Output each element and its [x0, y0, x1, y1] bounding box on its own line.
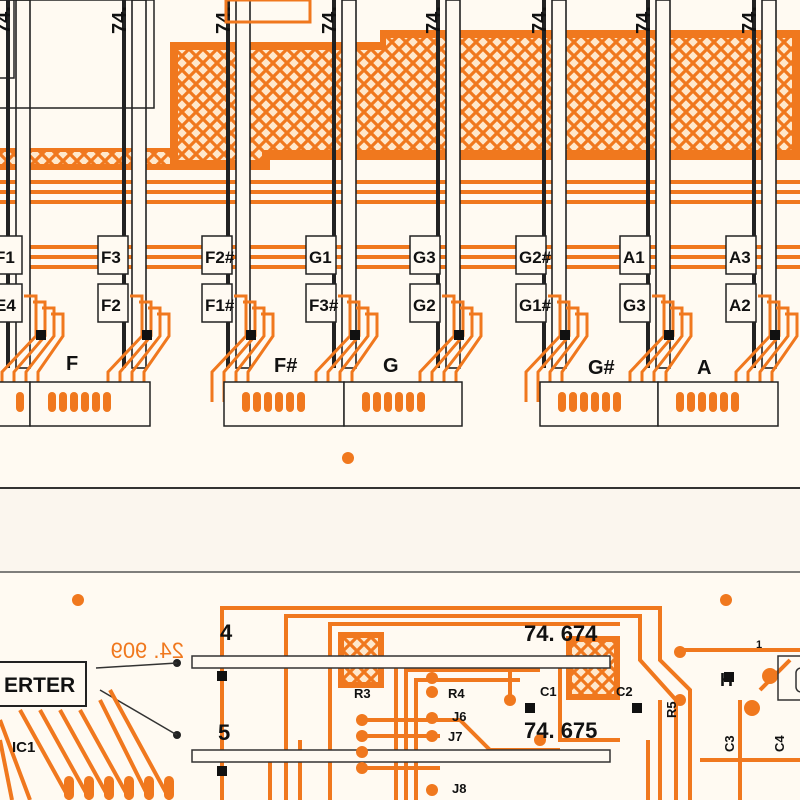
group-label-f: F	[66, 353, 78, 375]
chip-label: 74.	[739, 6, 761, 34]
ic-strip: 74.	[529, 0, 567, 369]
key-label: A1	[623, 248, 645, 267]
key-label-box: G2#	[515, 235, 552, 275]
label-5: 5	[218, 720, 230, 745]
component-h: H	[720, 670, 733, 690]
key-label-box: G1#	[515, 283, 552, 323]
key-label-box: G3	[409, 235, 441, 275]
key-label-box: G3	[619, 283, 651, 323]
component-j8: J8	[452, 781, 466, 796]
ic1-label: IC1	[12, 739, 35, 756]
key-label-box: A2	[725, 283, 757, 323]
key-label: A2	[729, 296, 751, 315]
ic-strip: 74.	[423, 0, 461, 369]
key-label-box: F1#	[201, 283, 235, 323]
ic-strip: 74.	[739, 0, 777, 369]
converter-block	[0, 661, 87, 707]
label-4: 4	[220, 620, 233, 645]
chip-label: 74.	[213, 6, 235, 34]
key-label-box: G1	[305, 235, 337, 275]
key-label-box: F2	[97, 283, 129, 323]
key-label-box: A1	[619, 235, 651, 275]
chip-label: 74.	[423, 6, 445, 34]
ground-plane	[0, 30, 800, 170]
chip-label: 74.	[529, 6, 551, 34]
component-pads	[356, 646, 778, 796]
converter-label: ERTER	[4, 674, 75, 697]
key-label-box: E4	[0, 283, 23, 323]
component-c3: C3	[722, 735, 737, 752]
ic1-pads	[64, 776, 174, 800]
component-1: 1	[756, 639, 762, 651]
component-c4: C4	[772, 735, 787, 752]
component-r3: R3	[354, 686, 371, 701]
key-label: G1	[309, 248, 332, 267]
connector-row	[0, 381, 779, 427]
chip-label: 74.	[109, 6, 131, 34]
connector-block	[223, 381, 345, 427]
group-label-g-sharp: G#	[588, 357, 615, 379]
key-label: G2	[413, 296, 436, 315]
key-label-box: A3	[725, 235, 757, 275]
connector-strip-4	[191, 655, 611, 669]
mounting-hole	[720, 594, 732, 606]
ic-strips: 74. 74. 74. 74. 74. 74. 74. 74.	[0, 0, 777, 369]
component-r5: R5	[664, 701, 679, 718]
connector-block	[539, 381, 659, 427]
key-label: A3	[729, 248, 751, 267]
component-j6: J6	[452, 709, 466, 724]
key-label: F1#	[205, 296, 235, 315]
key-label: G2#	[519, 248, 552, 267]
key-label: F3#	[309, 296, 339, 315]
connector-block	[657, 381, 779, 427]
key-label: G3	[623, 296, 646, 315]
ic-strip: 74.	[319, 0, 357, 369]
ic-strip: 74.	[213, 0, 251, 369]
connector-block	[0, 381, 31, 427]
key-label-box: G2	[409, 283, 441, 323]
connector-strip-5	[191, 749, 611, 763]
group-label-g: G	[383, 355, 399, 377]
part-number-74-675: 74. 675	[524, 718, 597, 743]
key-label: E4	[0, 296, 16, 315]
mounting-hole	[72, 594, 84, 606]
component-c1: C1	[540, 684, 557, 699]
key-label-box: F3	[97, 235, 129, 275]
connector-block	[343, 381, 463, 427]
square-pads	[217, 671, 734, 776]
ic1-fan-traces	[0, 689, 172, 800]
ic-strip: 74.	[0, 0, 31, 369]
connector-block	[29, 381, 151, 427]
group-label-f-sharp: F#	[274, 355, 297, 377]
component-j7: J7	[448, 729, 462, 744]
key-label-box: F3#	[305, 283, 339, 323]
chip-label: 74.	[319, 6, 341, 34]
key-label: F2#	[205, 248, 235, 267]
part-number-74-674: 74. 674	[524, 621, 598, 646]
component-r4: R4	[448, 686, 465, 701]
component-c2: C2	[616, 684, 633, 699]
key-label: G3	[413, 248, 436, 267]
key-label: G1#	[519, 296, 552, 315]
chip-label: 74.	[633, 6, 655, 34]
key-label: F3	[101, 248, 121, 267]
key-label-box: F2#	[201, 235, 235, 275]
mirrored-part-number: 24. 909	[111, 638, 184, 663]
key-label: F1	[0, 248, 15, 267]
group-label-a: A	[697, 357, 711, 379]
ic-strip: 74.	[109, 0, 147, 369]
ic-strip: 74.	[633, 0, 671, 369]
key-label-box: F1	[0, 235, 23, 275]
mounting-hole	[342, 452, 354, 464]
chip-label: 74.	[0, 6, 15, 34]
key-label: F2	[101, 296, 121, 315]
